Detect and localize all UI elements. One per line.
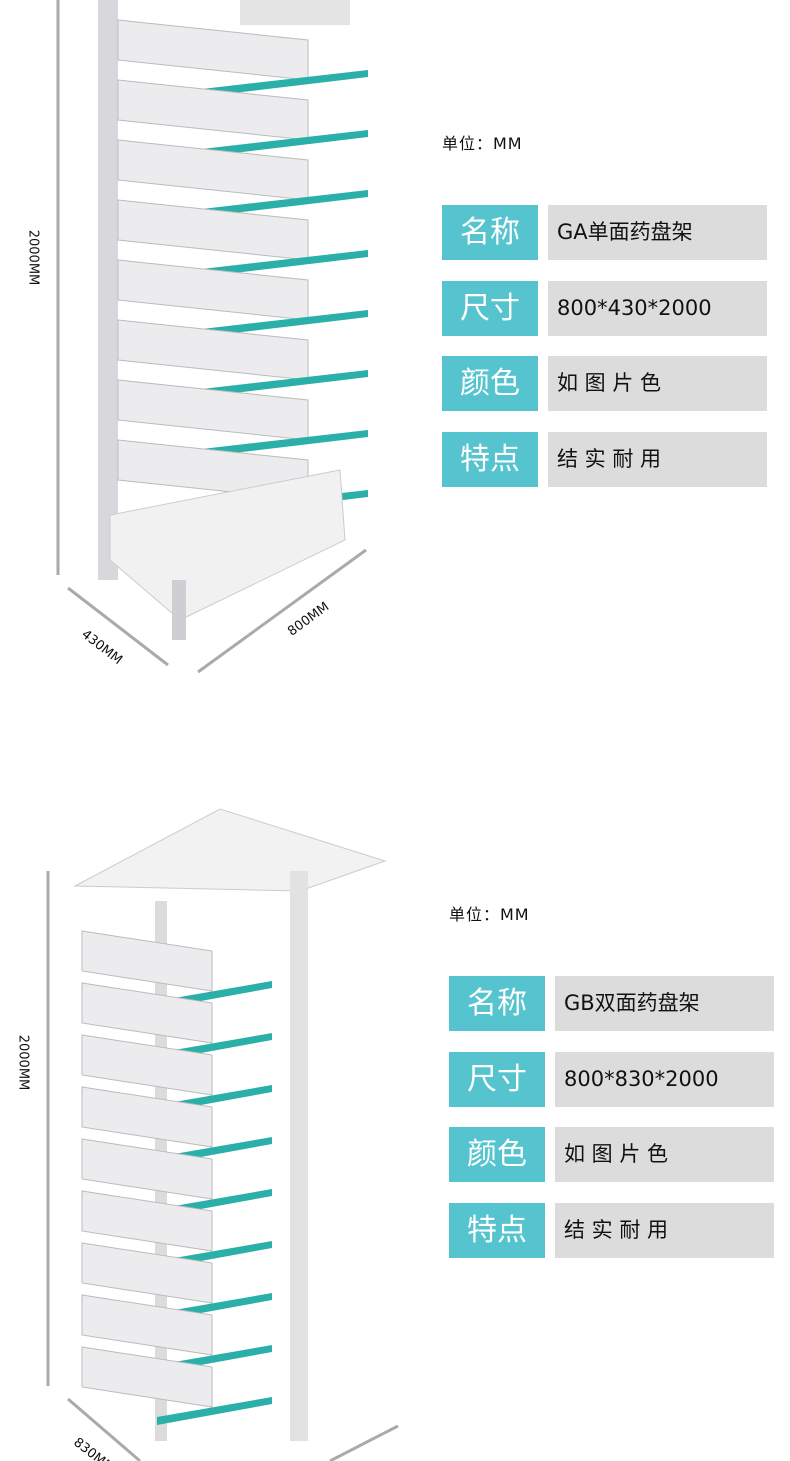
tray [117,19,309,81]
spec-label: 特点 [442,431,538,487]
spec-value: GA单面药盘架 [548,205,767,260]
spec-label: 名称 [449,976,545,1031]
tray-edge [157,1397,272,1425]
spec-label: 颜色 [449,1127,545,1182]
spec-value: 如 图 片 色 [555,1127,774,1182]
tray-edge [193,70,368,98]
tray-edge [193,190,368,218]
tray-edge [193,310,368,338]
tray-edge [193,370,368,398]
height-dimension: 2000MM [25,229,41,286]
tray [81,1190,213,1252]
unit-label: 单位：MM [442,134,523,153]
spec-label: 名称 [442,205,538,260]
tray-edge [193,250,368,278]
tray [81,1138,213,1200]
spec-label: 尺寸 [449,1051,545,1107]
tray [81,982,213,1044]
tray [81,1034,213,1096]
tray-edge [193,430,368,458]
spec-value: 结 实 耐 用 [555,1202,774,1258]
tray [81,1294,213,1356]
tray [81,1086,213,1148]
spec-value: GB双面药盘架 [555,976,774,1031]
tray [81,1242,213,1304]
spec-value: 800*830*2000 [555,1051,774,1107]
product-image-ga-shelf [56,0,368,674]
unit-label: 单位：MM [449,905,530,924]
spec-value: 800*430*2000 [548,280,767,336]
spec-value: 结 实 耐 用 [548,431,767,487]
tray [81,1346,213,1408]
height-dimension: 2000MM [15,1034,31,1091]
spec-label: 尺寸 [442,280,538,336]
spec-label: 特点 [449,1202,545,1258]
tray-edge [193,130,368,158]
product-image-gb-shelf [46,808,399,1461]
spec-label: 颜色 [442,356,538,411]
spec-value: 如 图 片 色 [548,356,767,411]
tray [81,930,213,992]
